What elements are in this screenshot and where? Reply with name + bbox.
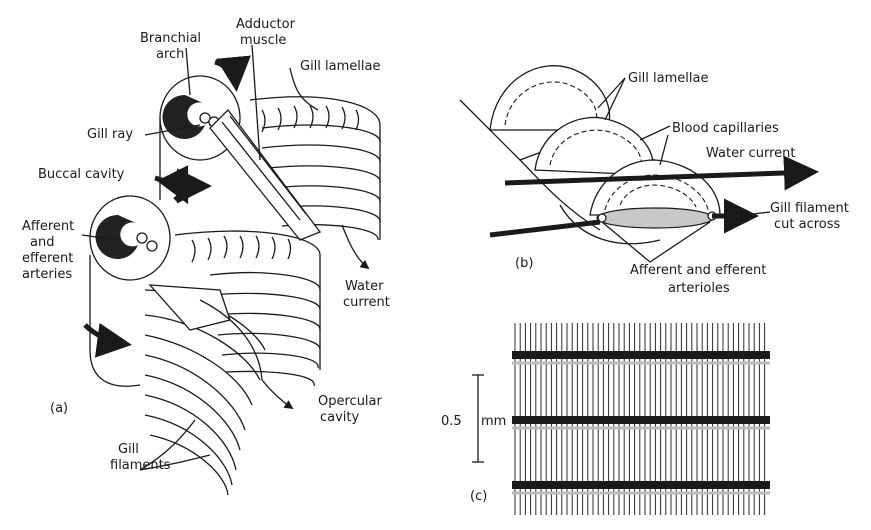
gill-filaments-label-2: filaments	[110, 458, 171, 473]
panel-a-drawing	[82, 45, 380, 495]
panel-c-label: (c)	[470, 489, 487, 504]
gill-ray-label: Gill ray	[87, 127, 133, 142]
water-current-label-a-1: Water	[345, 279, 384, 294]
gill-filament-label-1: Gill filament	[770, 201, 849, 216]
gill-filaments-label-1: Gill	[118, 442, 139, 457]
arterioles-label-2: arterioles	[668, 281, 730, 296]
arteries-label-4: arteries	[22, 267, 72, 282]
opercular-cavity-label-1: Opercular	[318, 394, 383, 409]
arterioles-label-1: Afferent and efferent	[630, 263, 766, 278]
panel-b-label: (b)	[515, 256, 533, 271]
arteries-label-3: efferent	[22, 251, 73, 266]
gill-lamellae-label-a: Gill lamellae	[300, 59, 380, 74]
gill-lamellae-label-b: Gill lamellae	[628, 71, 708, 86]
gill-filament-label-2: cut across	[774, 217, 841, 232]
upper-lamellae	[262, 106, 359, 132]
lower-lamellae	[192, 236, 291, 262]
branchial-arch-label-1: Branchial	[140, 31, 201, 46]
arteries-label-2: and	[30, 235, 54, 250]
blood-capillaries-label: Blood capillaries	[672, 121, 779, 136]
panel-b-drawing	[460, 66, 812, 262]
scale-unit-label: mm	[481, 414, 506, 429]
panel-a-label: (a)	[50, 401, 68, 416]
arteries-label-1: Afferent	[22, 219, 74, 234]
buccal-cavity-label: Buccal cavity	[38, 167, 125, 182]
scale-value-label: 0.5	[441, 414, 462, 429]
adductor-muscle-label-1: Adductor	[236, 17, 296, 32]
adductor-muscle-label-2: muscle	[240, 33, 286, 48]
water-current-label-a-2: current	[343, 295, 390, 310]
branchial-arch-label-2: arch	[156, 47, 184, 62]
panel-c-drawing	[512, 323, 770, 515]
water-current-label-b: Water current	[706, 146, 795, 161]
opercular-cavity-label-2: cavity	[320, 410, 360, 425]
